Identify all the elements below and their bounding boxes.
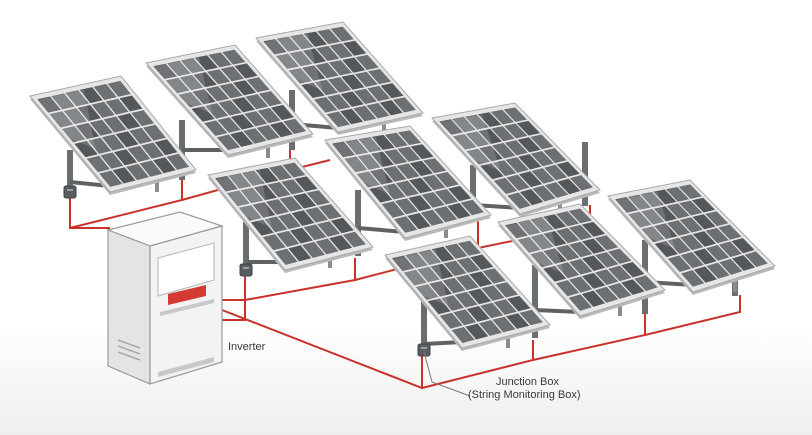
mounting-post (243, 222, 249, 272)
junction-box (63, 185, 77, 199)
mounting-post (421, 300, 427, 352)
inverter-label: Inverter (228, 341, 266, 353)
mounting-leg (506, 334, 510, 348)
solar-panel (324, 125, 492, 241)
solar-panels (29, 21, 776, 351)
inverter-cabinet (106, 211, 225, 385)
inverter-display (168, 285, 206, 305)
junction-box-leader (423, 351, 471, 397)
mounting-leg (558, 200, 562, 212)
solar-panel (255, 21, 424, 135)
solar-panel (145, 44, 314, 158)
crossbar (534, 308, 581, 314)
junction-box (417, 343, 431, 357)
solar-panel (607, 179, 776, 295)
mounting-post (355, 190, 361, 256)
junction-box-label: Junction Box (496, 376, 559, 388)
mounting-post (67, 150, 73, 192)
mounting-post (470, 165, 476, 222)
mounting-leg (155, 182, 159, 192)
mounting-leg (618, 302, 622, 316)
solar-panel (384, 235, 551, 351)
solar-panel (29, 75, 197, 195)
mounting-leg (328, 256, 332, 268)
mounting-leg (444, 226, 448, 238)
mounting-post (532, 265, 538, 338)
solar-panel (207, 157, 374, 273)
mounting-leg (733, 278, 737, 292)
solar-panel (497, 203, 666, 319)
mounting-leg (382, 122, 386, 134)
junction-box (239, 263, 253, 277)
solar-panel (431, 102, 601, 217)
mounting-leg (266, 146, 270, 158)
junction-box-sublabel: (String Monitoring Box) (468, 389, 581, 401)
